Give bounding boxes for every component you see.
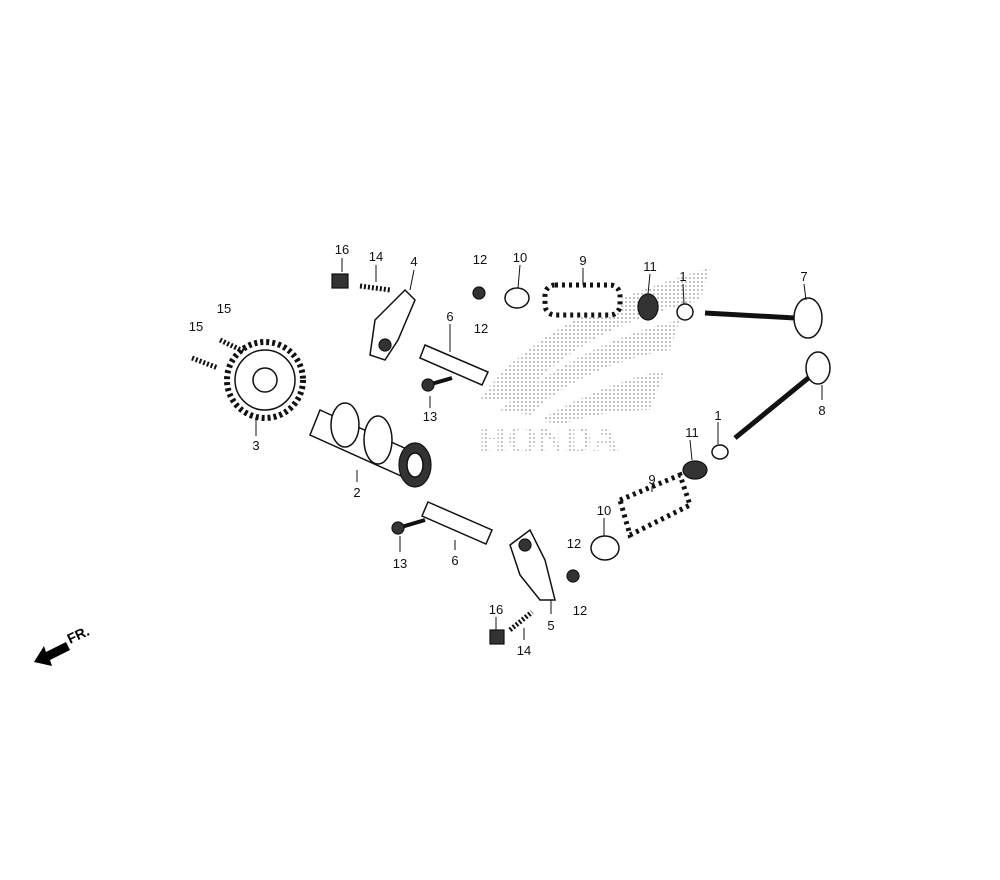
valves: [704, 297, 831, 440]
callout-12: 12: [474, 321, 488, 336]
callout-9: 9: [579, 253, 586, 268]
callout-10: 10: [513, 250, 527, 265]
callout-12: 12: [473, 252, 487, 267]
callout-10: 10: [597, 503, 611, 518]
callout-2: 2: [353, 485, 360, 500]
callout-13: 13: [393, 556, 407, 571]
callout-15: 15: [217, 301, 231, 316]
callout-15: 15: [189, 319, 203, 334]
front-arrow-icon: [34, 642, 70, 666]
callout-16: 16: [335, 242, 349, 257]
rocker-arm-upper: [369, 288, 416, 361]
callout-labels: 16 14 4 12 10 9 11 1 7 15 15 12 6 13 3 2…: [189, 242, 826, 658]
callout-1: 1: [679, 269, 686, 284]
leader-lines: [255, 258, 823, 640]
callout-4: 4: [410, 254, 417, 269]
camshaft: [309, 402, 432, 488]
callout-12: 12: [567, 536, 581, 551]
callout-11: 11: [643, 259, 657, 274]
spring-seats-retainers: [472, 286, 729, 583]
callout-11: 11: [685, 425, 699, 440]
bolts-nuts-screws: [191, 273, 534, 645]
cam-sprocket: [224, 339, 306, 421]
rocker-arm-lower: [509, 528, 556, 601]
honda-logo-text: HONDA: [478, 419, 620, 461]
callout-5: 5: [547, 618, 554, 633]
callout-12: 12: [573, 603, 587, 618]
callout-1: 1: [714, 408, 721, 423]
callout-3: 3: [252, 438, 259, 453]
callout-6: 6: [446, 309, 453, 324]
callout-14: 14: [369, 249, 383, 264]
callout-14: 14: [517, 643, 531, 658]
callout-13: 13: [423, 409, 437, 424]
callout-6: 6: [451, 553, 458, 568]
callout-16: 16: [489, 602, 503, 617]
callout-7: 7: [800, 269, 807, 284]
front-label: FR.: [65, 623, 92, 647]
front-direction-indicator: FR.: [34, 623, 92, 666]
callout-8: 8: [818, 403, 825, 418]
callout-9: 9: [648, 472, 655, 487]
valve-springs: [542, 282, 694, 539]
rocker-shafts: [419, 344, 493, 545]
